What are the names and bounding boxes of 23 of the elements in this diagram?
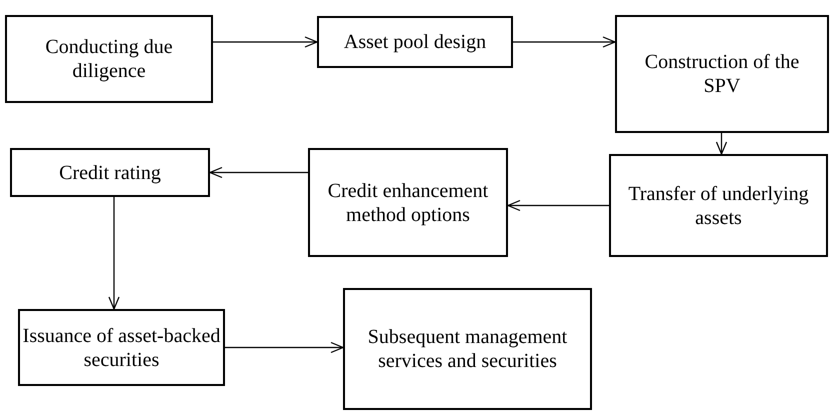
- arrow: [716, 133, 728, 155]
- box-label: Subsequent management services and securities: [366, 325, 568, 373]
- box-label: Asset pool design: [344, 30, 486, 54]
- box-label: Issuance of asset-backed securities: [22, 324, 222, 372]
- box-label: Credit rating: [59, 160, 161, 184]
- process-box: [18, 309, 225, 386]
- process-box: [317, 16, 513, 68]
- process-box: [10, 148, 210, 197]
- process-box: [615, 15, 829, 133]
- process-box: [5, 15, 213, 103]
- process-box: [343, 288, 592, 410]
- box-label: Construction of the SPV: [644, 50, 800, 98]
- arrow: [507, 200, 609, 212]
- box-label: Conducting due diligence: [44, 35, 174, 83]
- process-box: [308, 148, 508, 257]
- arrow: [108, 197, 120, 310]
- arrow: [209, 166, 308, 178]
- arrow: [513, 36, 616, 48]
- box-label: Credit enhancement method options: [326, 178, 490, 226]
- process-box: [609, 154, 828, 257]
- arrow: [213, 36, 318, 48]
- box-label: Transfer of underlying assets: [627, 182, 810, 230]
- arrow: [225, 342, 344, 354]
